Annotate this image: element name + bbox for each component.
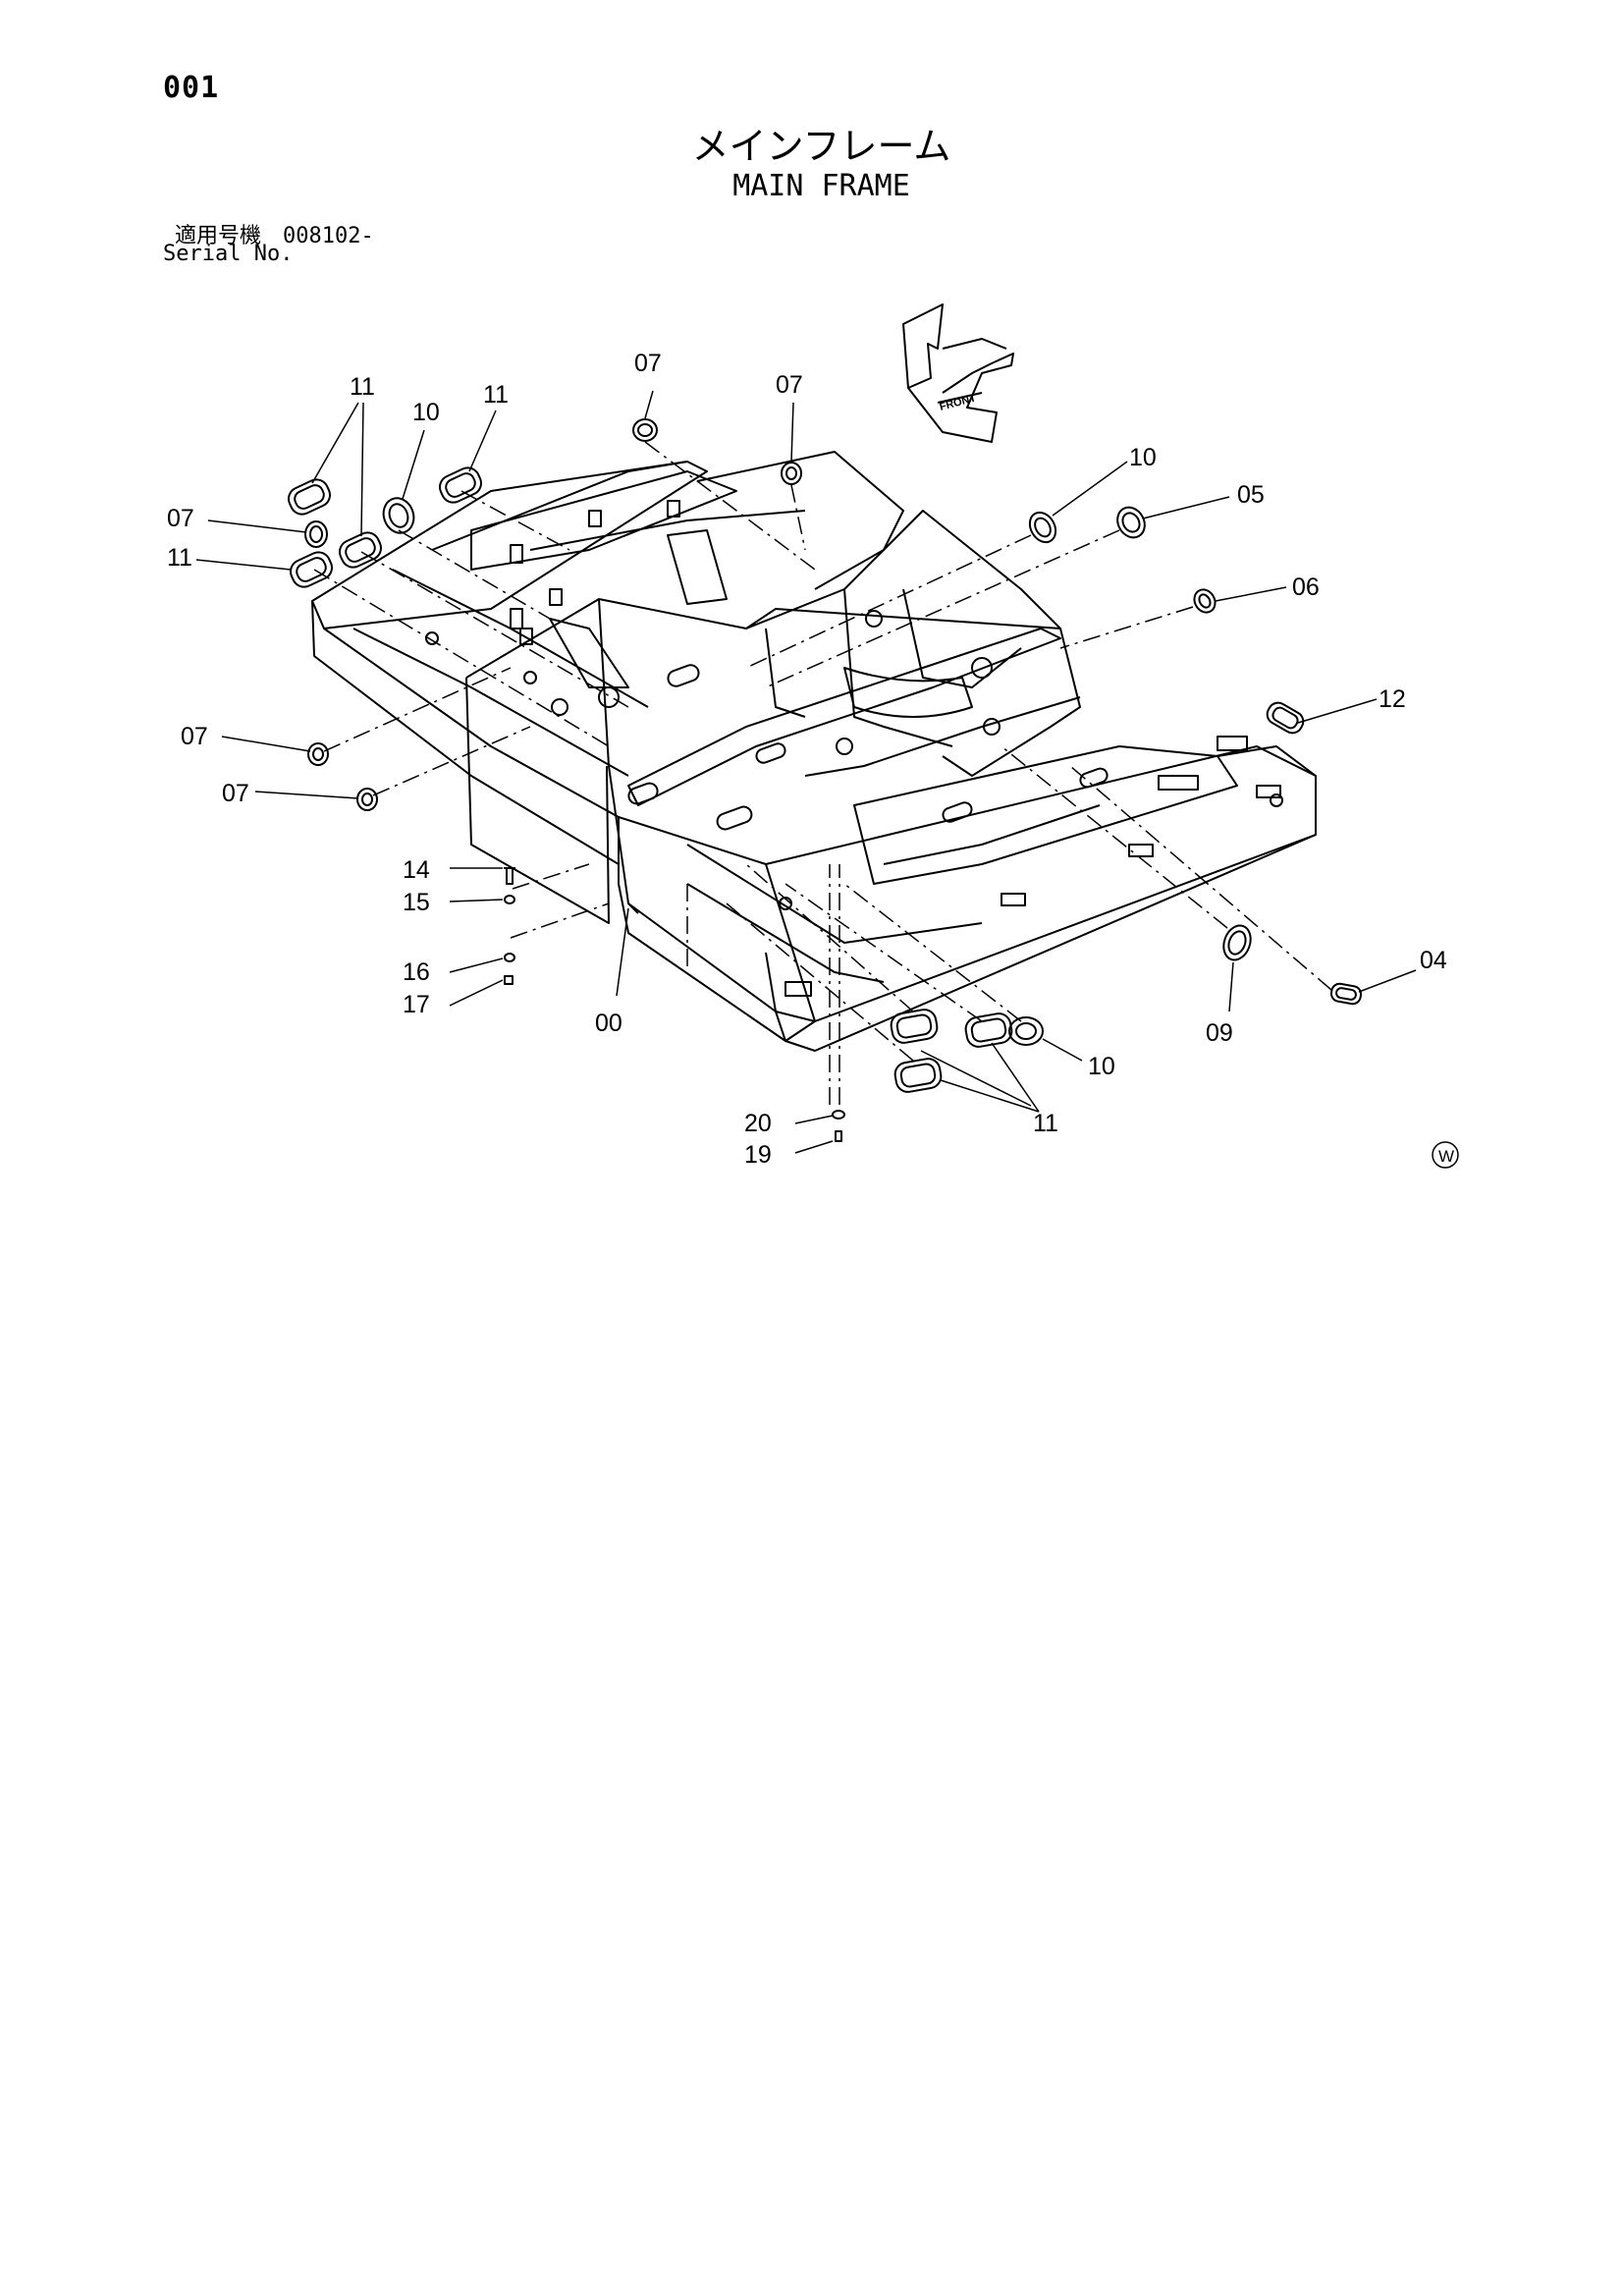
callout-labels: 11 10 11 07 07 07 11 10 05 06 12 07 07 1… <box>167 350 1447 1169</box>
part-grommets <box>287 418 1363 1093</box>
callout-07-lower-left-1: 07 <box>181 723 208 750</box>
title-japanese: メインフレーム <box>691 125 951 168</box>
callout-07-top-right: 07 <box>776 371 803 399</box>
front-direction-arrow <box>902 303 1014 443</box>
callout-09: 09 <box>1206 1019 1233 1047</box>
callout-11-top-left: 11 <box>350 373 375 401</box>
front-arrow-label: FRONT <box>939 392 978 412</box>
corner-mark-circle <box>1432 1141 1459 1169</box>
callout-16: 16 <box>403 958 430 986</box>
assembly-guide-lines <box>313 441 1332 1105</box>
callout-10-bottom: 10 <box>1088 1053 1115 1080</box>
callout-04: 04 <box>1420 947 1447 974</box>
part-fasteners <box>504 867 845 1142</box>
serial-value: 008102- <box>283 224 374 248</box>
callout-11-bottom: 11 <box>1033 1110 1058 1137</box>
callout-15: 15 <box>403 889 430 916</box>
callout-07-lower-left-2: 07 <box>222 780 249 807</box>
serial-row-japanese: 適用号機 008102- <box>175 218 374 249</box>
callout-06: 06 <box>1292 574 1320 601</box>
callout-14: 14 <box>403 856 430 884</box>
callout-00: 00 <box>595 1010 622 1037</box>
callout-07-left: 07 <box>167 505 194 532</box>
callout-10-right: 10 <box>1129 444 1157 471</box>
serial-label-english: Serial No. <box>163 242 294 266</box>
callout-11-top-center: 11 <box>483 381 509 409</box>
callout-10-top-left: 10 <box>412 399 440 426</box>
callout-19: 19 <box>744 1141 772 1169</box>
callout-12: 12 <box>1379 685 1406 713</box>
callout-05: 05 <box>1237 481 1265 509</box>
callout-leaders <box>195 390 1417 1154</box>
corner-mark-letter: W <box>1438 1147 1454 1166</box>
title-english: MAIN FRAME <box>732 169 910 203</box>
serial-label-japanese: 適用号機 <box>175 224 262 248</box>
callout-07-top-center: 07 <box>634 350 662 377</box>
main-frame-body <box>311 451 1317 1052</box>
page-number: 001 <box>163 71 220 105</box>
callout-20: 20 <box>744 1110 772 1137</box>
callout-17: 17 <box>403 991 430 1018</box>
callout-11-left: 11 <box>167 544 192 572</box>
